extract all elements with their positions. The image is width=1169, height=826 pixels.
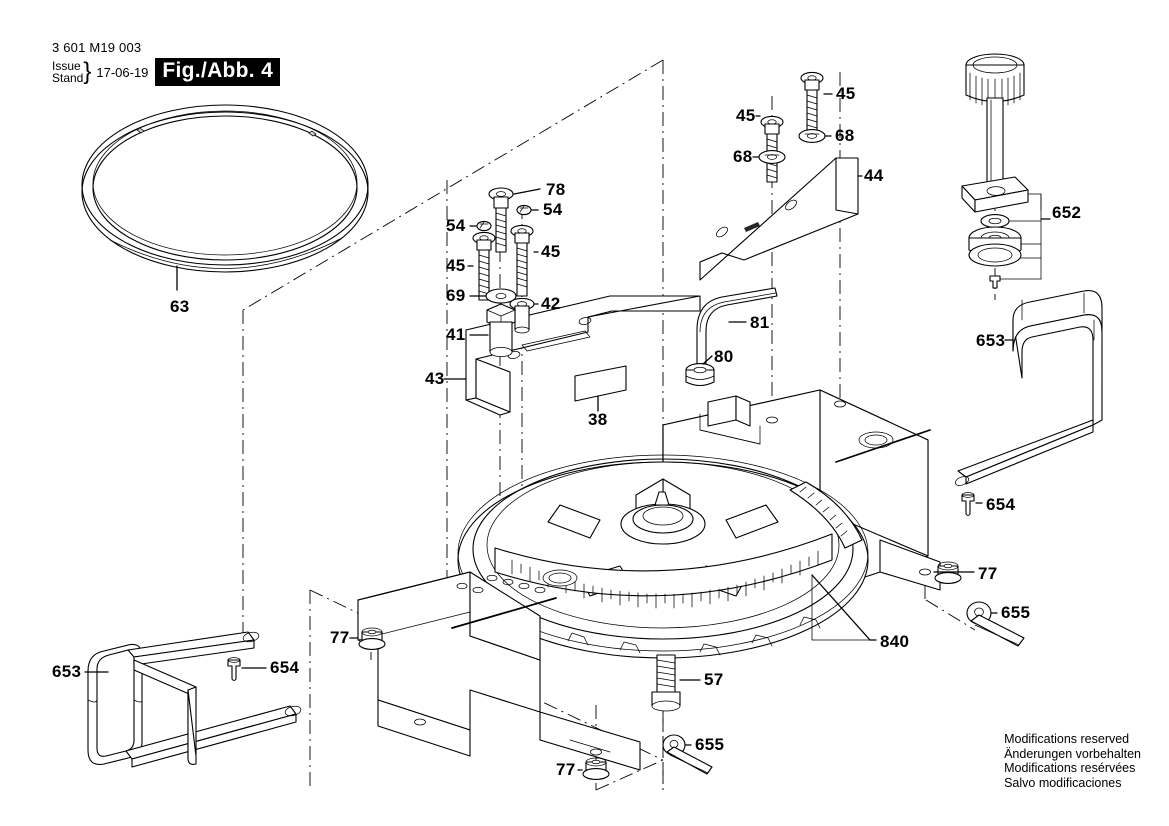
callout-54-b: 54 — [446, 216, 466, 235]
notice-line-fr: Modifications resérvées — [1004, 761, 1136, 775]
part-44-right-fence-plate — [699, 157, 863, 281]
part-653-support-bail-left — [84, 631, 302, 768]
part-77-flange-nuts — [349, 561, 975, 780]
callout-44: 44 — [864, 166, 884, 185]
callout-78: 78 — [546, 180, 566, 199]
callout-81: 81 — [750, 313, 770, 332]
issue-stand-labels: Issue Stand — [52, 58, 84, 85]
callout-652: 652 — [1052, 203, 1082, 222]
callout-653-right: 653 — [976, 331, 1006, 350]
part-652-clamp-assembly — [961, 53, 1051, 289]
callout-63: 63 — [170, 297, 190, 316]
callout-77-b: 77 — [556, 760, 576, 779]
part-43-left-fence-bracket — [443, 295, 701, 416]
header-block: 3 601 M19 003 Issue Stand } 17-06-19 Fig… — [52, 40, 281, 86]
part-78-screw — [488, 187, 541, 253]
callout-654-left: 654 — [270, 658, 300, 677]
part-45-screws-left — [467, 224, 539, 301]
part-69-flat-washer — [469, 288, 517, 304]
part-655-pin-bolts — [662, 601, 1025, 775]
part-653-support-bail-right — [954, 290, 1103, 486]
document-number: 3 601 M19 003 — [52, 40, 142, 55]
callout-80: 80 — [714, 347, 734, 366]
issue-label: Issue — [52, 58, 81, 73]
part-654-fastener-left — [227, 657, 267, 682]
modification-notice: Modifications reserved Änderungen vorbeh… — [1004, 732, 1141, 790]
notice-line-es: Salvo modificaciones — [1004, 775, 1122, 790]
part-54-lock-washers — [469, 204, 539, 232]
callout-42: 42 — [541, 294, 561, 313]
part-81-allen-key — [696, 287, 778, 371]
callout-68-a: 68 — [733, 147, 753, 166]
callout-840: 840 — [880, 632, 910, 651]
callout-77-a: 77 — [330, 628, 350, 647]
stand-label: Stand — [52, 71, 84, 85]
callout-655-right: 655 — [1001, 603, 1031, 622]
callout-653-left: 653 — [52, 662, 82, 681]
figure-badge: Fig./Abb. 4 — [155, 58, 281, 86]
part-38-plate — [574, 365, 627, 412]
issue-row: Issue Stand } 17-06-19 Fig./Abb. 4 — [52, 58, 281, 86]
callout-654-right: 654 — [986, 495, 1016, 514]
callout-45-b: 45 — [541, 242, 561, 261]
part-45-screws-right — [755, 71, 833, 183]
callout-45-d: 45 — [836, 84, 856, 103]
part-654-fastener-right — [961, 492, 983, 517]
part-68-washers — [752, 129, 832, 164]
callout-45-c: 45 — [736, 106, 756, 125]
callout-57: 57 — [704, 670, 724, 689]
brace-glyph: } — [83, 58, 92, 85]
issue-date: 17-06-19 — [96, 64, 149, 80]
part-42-bushing — [509, 297, 539, 334]
part-57-hex-bolt — [651, 654, 701, 712]
part-840-base-casting — [357, 389, 941, 771]
part-41-hex-spacer — [469, 303, 516, 357]
part-63-turntable-ring — [81, 104, 369, 291]
callout-45-a: 45 — [446, 256, 466, 275]
notice-line-en: Modifications reserved — [1004, 732, 1130, 746]
callout-43: 43 — [425, 369, 445, 388]
callout-41: 41 — [446, 325, 466, 344]
part-80-key-holder — [685, 355, 715, 387]
callout-655-b: 655 — [695, 735, 725, 754]
callout-77-right: 77 — [978, 564, 998, 583]
callout-54-a: 54 — [543, 200, 563, 219]
callout-68-b: 68 — [835, 126, 855, 145]
notice-line-de: Änderungen vorbehalten — [1004, 746, 1141, 761]
callout-69: 69 — [446, 286, 466, 305]
callout-38: 38 — [588, 410, 608, 429]
